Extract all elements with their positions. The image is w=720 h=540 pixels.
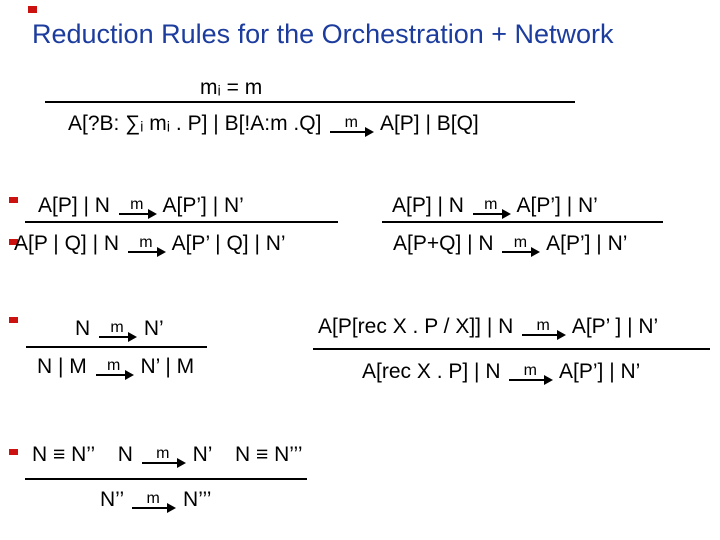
inference-bar — [26, 346, 207, 348]
red-bullet-mark — [28, 6, 37, 13]
arrow-label: m — [146, 490, 160, 507]
inference-bar — [25, 478, 307, 480]
premise-text: N ≡ N’’ N — [32, 443, 133, 466]
conclusion-text: A[P] | B[Q] — [379, 112, 479, 135]
arrow-label: m — [523, 362, 537, 379]
rule-choice-premise: A[P] | N m A[P’] | N’ — [392, 194, 598, 219]
right-arrow-icon — [472, 209, 511, 219]
premise-text: mᵢ = m — [200, 76, 263, 99]
rule-recursion-conclusion: A[rec X . P] | N m A[P’] | N’ — [362, 360, 641, 385]
red-bullet-mark — [9, 239, 18, 245]
right-arrow-icon — [330, 127, 375, 137]
conclusion-text: N’ | M — [140, 355, 195, 378]
inference-bar — [25, 221, 338, 223]
conclusion-text: A[?B: ∑ᵢ mᵢ . P] | B[!A:m .Q] — [68, 112, 322, 135]
right-arrow-icon — [99, 332, 138, 342]
arrow-label: m — [484, 196, 498, 213]
conclusion-text: A[P’] | N’ — [559, 360, 641, 383]
right-arrow-icon — [127, 247, 166, 257]
premise-text: N — [75, 317, 91, 340]
rule-choice-conclusion: A[P+Q] | N m A[P’] | N’ — [393, 232, 628, 257]
arrow-label: m — [130, 196, 144, 213]
premise-text: A[P] | N — [392, 194, 464, 217]
m-arrow: m — [502, 234, 541, 257]
premise-text: A[P’] | N’ — [162, 194, 244, 217]
red-bullet-mark — [9, 197, 18, 203]
premise-text: A[P’ ] | N’ — [571, 315, 659, 338]
rule-communication-premise: mᵢ = m — [200, 76, 262, 100]
conclusion-text: A[P | Q] | N — [14, 232, 120, 255]
right-arrow-icon — [502, 247, 541, 257]
premise-text: A[P] | N — [38, 194, 110, 217]
m-arrow: m — [118, 196, 157, 219]
rule-parallel-orchestration-premise: A[P] | N m A[P’] | N’ — [38, 194, 244, 219]
premise-text: A[P’] | N’ — [516, 194, 598, 217]
premise-text: N’ — [143, 317, 164, 340]
premise-text: N’ N ≡ N’’’ — [192, 443, 303, 466]
slide-title: Reduction Rules for the Orchestration + … — [32, 19, 614, 49]
conclusion-text: A[P’ | Q] | N’ — [171, 232, 286, 255]
conclusion-text: A[P’] | N’ — [546, 232, 628, 255]
right-arrow-icon — [141, 458, 186, 468]
arrow-label: m — [110, 319, 124, 336]
m-arrow: m — [472, 196, 511, 219]
right-arrow-icon — [95, 370, 134, 380]
arrow-label: m — [106, 357, 121, 374]
right-arrow-icon — [118, 209, 157, 219]
conclusion-text: A[rec X . P] | N — [362, 360, 501, 383]
rule-parallel-network-premise: N m N’ — [75, 317, 164, 342]
red-bullet-mark — [9, 317, 18, 323]
rule-structural-congruence-conclusion: N’’ m N’’’ — [100, 488, 212, 513]
arrow-label: m — [156, 445, 170, 462]
m-arrow: m — [132, 490, 177, 513]
premise-text: A[P[rec X . P / X]] | N — [318, 315, 514, 338]
right-arrow-icon — [522, 330, 567, 340]
arrow-label: m — [139, 234, 153, 251]
rule-structural-congruence-premise: N ≡ N’’ N m N’ N ≡ N’’’ — [32, 443, 303, 468]
rule-parallel-orchestration-conclusion: A[P | Q] | N m A[P’ | Q] | N’ — [14, 232, 286, 257]
rule-parallel-network-conclusion: N | M m N’ | M — [37, 355, 195, 380]
m-arrow: m — [509, 362, 554, 385]
m-arrow: m — [330, 114, 375, 137]
rule-recursion-premise: A[P[rec X . P / X]] | N m A[P’ ] | N’ — [318, 315, 659, 340]
conclusion-text: N | M — [37, 355, 87, 378]
right-arrow-icon — [509, 375, 554, 385]
inference-bar — [313, 348, 710, 350]
conclusion-text: N’’ — [100, 488, 124, 511]
right-arrow-icon — [132, 503, 177, 513]
m-arrow: m — [141, 445, 186, 468]
m-arrow: m — [127, 234, 166, 257]
inference-bar — [382, 221, 663, 223]
m-arrow: m — [95, 357, 134, 380]
m-arrow: m — [522, 317, 567, 340]
arrow-label: m — [344, 114, 358, 131]
m-arrow: m — [99, 319, 138, 342]
conclusion-text: A[P+Q] | N — [393, 232, 494, 255]
red-bullet-mark — [9, 449, 18, 455]
rule-communication-conclusion: A[?B: ∑ᵢ mᵢ . P] | B[!A:m .Q] m A[P] | B… — [68, 112, 479, 137]
conclusion-text: N’’’ — [183, 488, 212, 511]
inference-bar — [45, 101, 575, 103]
arrow-label: m — [536, 317, 550, 334]
arrow-label: m — [513, 234, 528, 251]
